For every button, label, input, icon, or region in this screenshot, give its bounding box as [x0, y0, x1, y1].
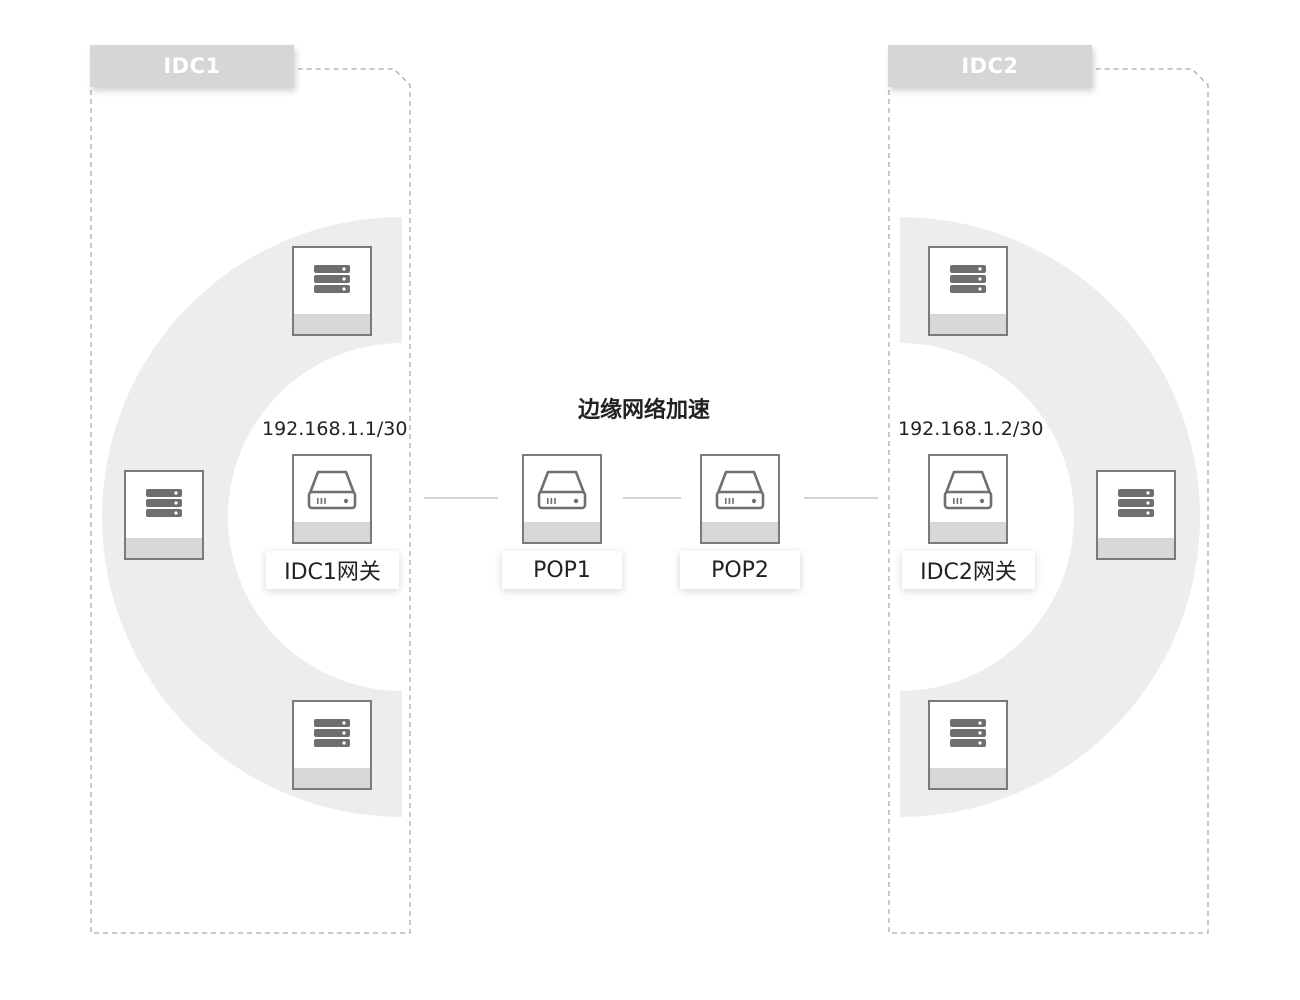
server-rack-icon: [950, 265, 986, 293]
pop1-device: [522, 454, 602, 544]
hard-drive-icon: [715, 470, 765, 510]
idc2-gateway-device: [928, 454, 1008, 544]
hard-drive-icon: [307, 470, 357, 510]
hard-drive-icon: [537, 470, 587, 510]
idc1-container: [90, 68, 411, 934]
idc2-server-bottom: [928, 700, 1008, 790]
server-rack-icon: [146, 489, 182, 517]
server-rack-icon: [314, 265, 350, 293]
server-rack-icon: [314, 719, 350, 747]
server-rack-icon: [950, 719, 986, 747]
hard-drive-icon: [943, 470, 993, 510]
idc1-gateway-device: [292, 454, 372, 544]
server-rack-icon: [1118, 489, 1154, 517]
pop2-device: [700, 454, 780, 544]
idc2-container: [888, 68, 1209, 934]
